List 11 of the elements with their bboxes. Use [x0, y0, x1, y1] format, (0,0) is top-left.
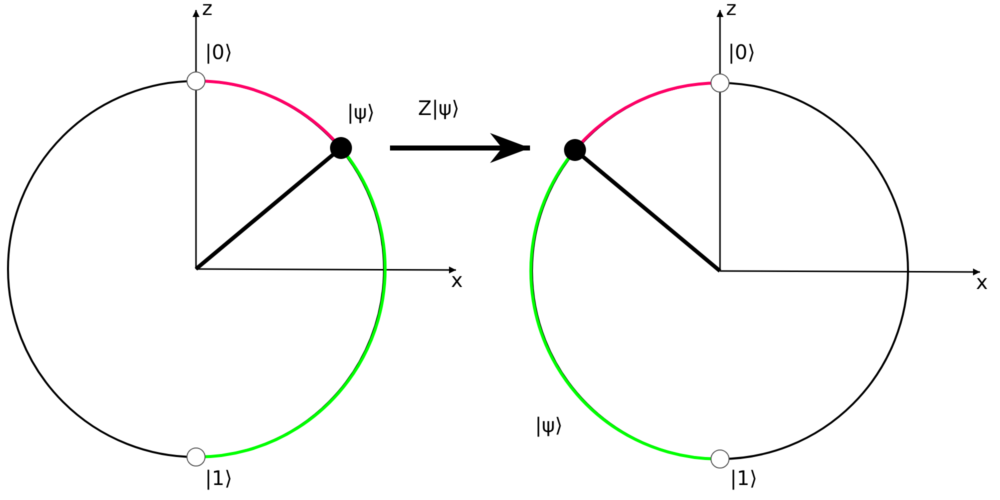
arrow: [390, 133, 530, 163]
axis-label: z: [202, 0, 212, 20]
axis-label: z: [726, 0, 736, 20]
ket-label: |0⟩: [728, 40, 756, 64]
axis-label: x: [976, 270, 988, 294]
ket-label: |ψ⟩: [347, 100, 375, 124]
axis-label: x: [451, 268, 463, 292]
ket-label: |ψ⟩: [535, 413, 563, 437]
ket-label: |1⟩: [205, 466, 232, 490]
ket-label: |0⟩: [205, 40, 232, 64]
ket-label: |1⟩: [730, 466, 758, 490]
